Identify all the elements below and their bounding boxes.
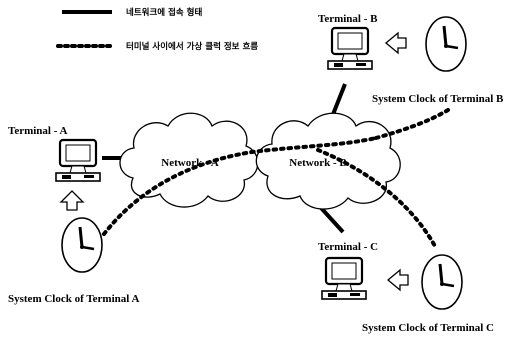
network-b-label: Network - B	[289, 157, 347, 169]
terminal-c: Terminal - C	[318, 241, 409, 300]
network-b-cloud: Network - B	[255, 112, 401, 210]
clock-b-label: System Clock of Terminal B	[372, 93, 504, 105]
terminal-c-left-arrow-icon	[386, 268, 409, 292]
clock-c-icon	[421, 254, 463, 310]
virtual-clock-flow	[102, 108, 450, 250]
terminal-b-left-arrow-icon	[384, 31, 407, 55]
network-a-label: Network - A	[161, 157, 218, 169]
terminal-a-label: Terminal - A	[8, 125, 68, 137]
clock-c-label: System Clock of Terminal C	[362, 322, 494, 334]
terminal-b-label: Terminal - B	[318, 13, 378, 25]
terminal-a: Terminal - A	[8, 125, 101, 211]
terminal-b: Terminal - B	[318, 13, 407, 70]
clock-a-label: System Clock of Terminal A	[8, 293, 139, 305]
clock-b: System Clock of Terminal B	[372, 16, 504, 105]
clock-flow-to-clock-c	[316, 148, 438, 250]
network-b-cloud-shape	[255, 112, 401, 210]
legend: 네트워크에 접속 형태 터미널 사이에서 가상 클럭 정보 흐름	[56, 7, 258, 52]
network-a-cloud: Network - A	[119, 112, 259, 208]
terminal-a-computer-icon	[55, 138, 101, 182]
clock-a-icon	[61, 217, 103, 273]
clock-c: System Clock of Terminal C	[362, 254, 494, 334]
network-a-cloud-shape	[119, 112, 259, 208]
clock-b-icon	[425, 16, 467, 72]
legend-dotted-label: 터미널 사이에서 가상 클럭 정보 흐름	[126, 41, 258, 52]
terminal-b-computer-icon	[327, 26, 373, 70]
terminal-c-computer-icon	[321, 256, 367, 300]
clock-flow-clock-a-to-network-b	[102, 136, 378, 236]
legend-solid-label: 네트워크에 접속 형태	[126, 7, 202, 18]
terminal-a-up-arrow-icon	[59, 190, 85, 211]
clock-a: System Clock of Terminal A	[8, 217, 139, 305]
clock-flow-to-clock-b	[374, 108, 450, 140]
terminal-c-label: Terminal - C	[318, 241, 378, 253]
